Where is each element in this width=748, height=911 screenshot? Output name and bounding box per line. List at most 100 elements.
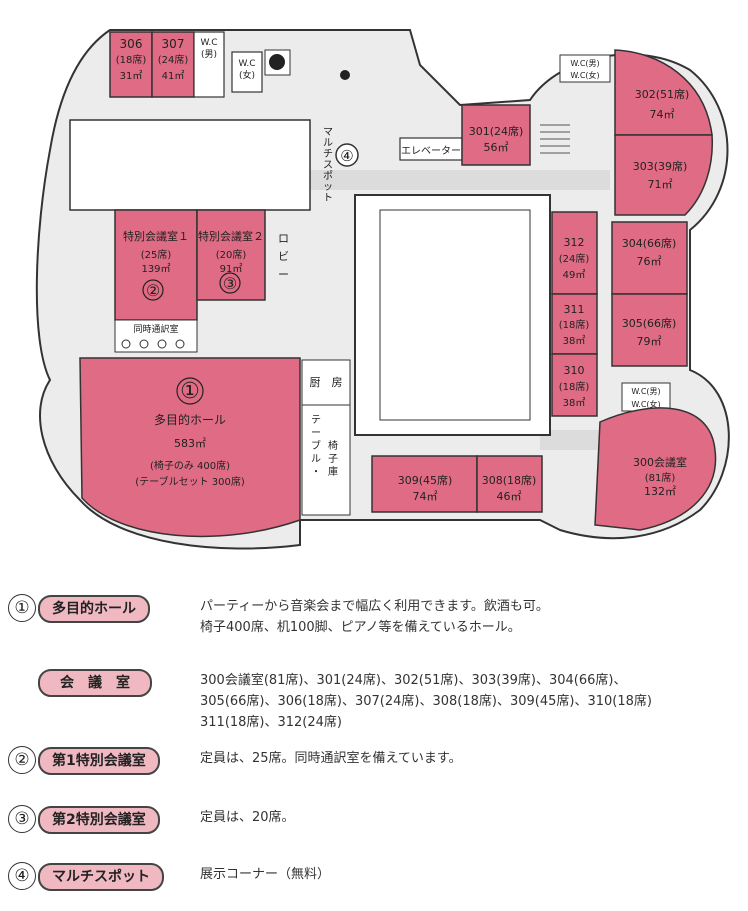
room-312-number: 312 [564,236,585,249]
room-312-area: 49㎡ [563,269,586,281]
multipurpose-hall[interactable] [79,357,301,538]
courtyard [354,194,551,436]
hall-area: 583㎡ [174,437,206,450]
lobby-char: ロ [278,232,289,245]
storage-char: 庫 [328,465,338,478]
multi-spot-char: ポ [323,170,333,182]
wc-right-top [559,54,611,83]
lobby-char: ー [278,268,289,281]
hall-mark: ① [180,379,200,404]
multi-spot-char: ト [323,193,333,204]
room-306-area: 31㎡ [120,70,143,82]
special-room-2-seats: (20席) [216,248,247,261]
room-304[interactable] [611,221,688,295]
room-303-label: 303(39席) [633,159,688,173]
legend-special-2-badge: 第2特別会議室 [38,806,160,834]
storage-char: ル [311,454,321,465]
room-310-number: 310 [564,364,585,377]
lobby-char: ビ [278,250,289,263]
legend: ① 多目的ホール パーティーから音楽会まで幅広く利用できます。飲酒も可。 椅子4… [0,580,748,911]
room-303[interactable] [614,134,714,216]
room-310[interactable] [551,353,598,417]
room-306-number: 306 [120,37,143,51]
room-309[interactable] [371,455,478,513]
room-301-label: 301(24席) [469,124,524,138]
room-308[interactable] [476,455,543,513]
room-301[interactable] [461,104,531,166]
storage-char: ブ [311,439,321,452]
multi-spot-char: マ [323,127,333,138]
room-306[interactable] [109,31,153,98]
floor-map: 306 (18席) 31㎡ 307 (24席) 41㎡ W.C (男) W.C … [35,29,730,550]
legend-special-1-number: ② [8,746,36,774]
corridor [310,170,610,190]
storage-char: 子 [328,453,338,465]
interpretation-label: 同時通訳室 [133,323,178,335]
wc-women-label: W.C [238,59,255,69]
legend-hall-line: パーティーから音楽会まで幅広く利用できます。飲酒も可。 [200,599,549,614]
room-305-label: 305(66席) [622,316,677,330]
wc-men-top [193,31,225,98]
multi-spot-number: ④ [340,147,353,165]
kitchen-label: 厨 房 [310,376,343,389]
room-307-seats: (24席) [158,53,189,66]
wc-right-men: W.C(男) [631,387,660,396]
special-room-2-marker [219,272,241,294]
legend-meeting-badge: 会 議 室 [38,669,152,697]
fire-extinguisher-icon [340,70,350,80]
special-room-1-mark: ② [146,281,160,300]
legend-meeting-description: 300会議室(81席)、301(24席)、302(51席)、303(39席)、3… [200,670,738,733]
room-307-area: 41㎡ [162,70,185,82]
room-301-area: 56㎡ [484,141,509,154]
room-311-seats: (18席) [559,318,590,331]
booth-icons [121,339,185,349]
multi-spot-char: ス [323,160,333,171]
special-room-2-area: 91㎡ [220,263,243,275]
room-305[interactable] [611,293,688,367]
multi-spot-char: チ [323,148,333,160]
multi-spot-label: マ ル チ ス ポ ッ ト [323,127,333,204]
special-room-2-mark: ③ [223,274,237,293]
legend-multi-badge: マルチスポット [38,863,164,891]
room-305-area: 79㎡ [637,335,662,348]
legend-special-2-description: 定員は、20席。 [200,810,295,825]
hall-name: 多目的ホール [154,412,226,427]
legend-special-1-description: 定員は、25席。同時通訳室を備えています。 [200,751,462,766]
room-309-label: 309(45席) [398,473,453,487]
lobby-label: ロ ビ ー [278,232,289,281]
room-304-label: 304(66席) [622,236,677,250]
legend-multi-number: ④ [8,862,36,890]
room-300-label: 300会議室 [633,455,687,469]
multi-spot-char: ル [323,138,333,149]
room-308-area: 46㎡ [497,490,522,503]
wc-right-women: W.C(女) [631,399,660,409]
room-310-seats: (18席) [559,380,590,393]
room-312[interactable] [551,211,598,295]
room-300[interactable] [594,407,717,531]
legend-special-1-badge: 第1特別会議室 [38,747,160,775]
special-room-2[interactable] [196,209,266,301]
room-307-number: 307 [162,37,185,51]
storage-char: ー [311,428,321,439]
storage-char: テ [311,415,321,426]
room-311[interactable] [551,293,598,355]
special-room-1-seats: (25席) [141,248,172,261]
legend-hall-badge: 多目的ホール [38,595,150,623]
room-300-seats: (81席) [645,471,676,484]
special-room-1-area: 139㎡ [141,263,170,275]
legend-hall-number: ① [8,594,36,622]
room-306-seats: (18席) [116,53,147,66]
legend-meeting-line: 311(18席)、312(24席) [200,715,342,730]
legend-meeting-line: 305(66席)、306(18席)、307(24席)、308(18席)、309(… [200,694,652,709]
special-room-1-name: 特別会議室１ [123,229,189,243]
room-302-label: 302(51席) [635,87,690,101]
wc-right [621,382,671,412]
elevator-label: エレベーター [401,145,461,157]
hall-marker [176,377,204,405]
wheelchair-icon [269,54,285,70]
room-302-area: 74㎡ [650,108,675,121]
storage-char: 椅 [328,439,338,452]
hall-note-2: (テーブルセット 300席) [135,475,245,488]
kitchen [301,359,351,406]
hall-note-1: (椅子のみ 400席) [150,459,230,472]
